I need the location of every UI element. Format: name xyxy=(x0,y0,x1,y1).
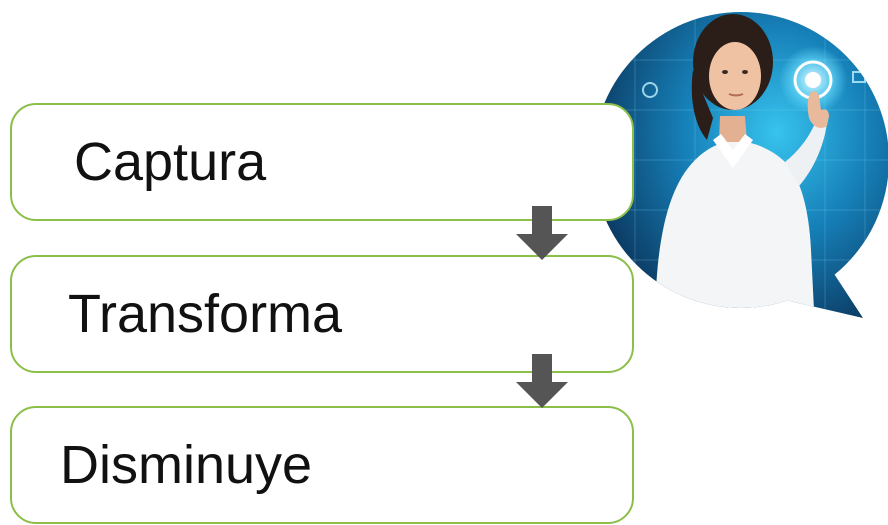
step-box-disminuye: Disminuye xyxy=(10,406,634,524)
down-arrow-icon xyxy=(516,206,568,260)
step-label: Disminuye xyxy=(60,435,313,495)
step-label: Captura xyxy=(74,132,267,192)
step-box-captura: Captura xyxy=(10,103,634,221)
down-arrow-icon xyxy=(516,354,568,408)
step-label: Transforma xyxy=(68,284,343,344)
woman-touching-digital-interface-image xyxy=(595,12,888,318)
step-box-transforma: Transforma xyxy=(10,255,634,373)
